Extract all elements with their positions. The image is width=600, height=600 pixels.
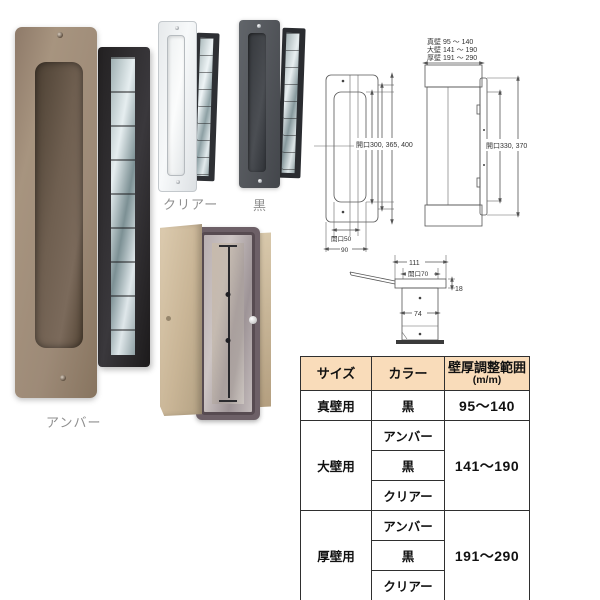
mail-slot-plate-amber: [15, 27, 97, 398]
wall-range-note-1: 真壁 95 〜 140: [427, 37, 473, 46]
size-cell: 大壁用: [300, 420, 372, 511]
table-row: 黒: [301, 540, 530, 571]
top-inner-width-dimension: 74: [414, 311, 422, 318]
col-header-range: 壁厚調整範囲 (m/m): [444, 356, 530, 391]
front-plate-width-dimension: 90: [341, 247, 349, 254]
top-width-dimension: 111: [409, 260, 420, 267]
caption-amber: アンバー: [46, 415, 102, 430]
screw-hole: [258, 179, 262, 183]
screw-hole: [176, 180, 180, 184]
color-cell: 黒: [371, 540, 445, 571]
range-header-unit: (m/m): [472, 373, 502, 386]
door-pivot-hole: [166, 316, 171, 322]
mechanism-bar: [219, 245, 237, 247]
color-cell: アンバー: [371, 420, 445, 451]
glass-louver-strip: [195, 37, 214, 177]
interior-frame: [193, 227, 260, 420]
wall-range-note-2: 大壁 141 〜 190: [427, 45, 477, 54]
range-cell: 141〜190: [444, 420, 530, 511]
side-height-dimension: 開口330, 370: [486, 142, 527, 150]
caption-black: 黒: [253, 198, 268, 213]
latch-knob: [249, 315, 257, 324]
size-cell: 真壁用: [300, 390, 372, 421]
mail-slot-plate-black: [239, 20, 280, 188]
screw-hole: [57, 32, 63, 38]
screw-hole: [175, 26, 179, 30]
top-view-drawing: 111 開口70 18 74: [349, 255, 463, 344]
rod-knob: [225, 291, 231, 297]
mechanism-bar: [219, 400, 237, 402]
screw-hole: [60, 375, 66, 381]
size-cell: 厚壁用: [300, 510, 372, 600]
plate-recess: [248, 33, 266, 172]
color-cell: アンバー: [371, 510, 445, 541]
glass-window: [201, 232, 255, 415]
mail-slot-plate-clear: [158, 21, 197, 192]
caption-clear: クリアー: [163, 197, 219, 212]
top-thickness-dimension: 18: [455, 286, 463, 293]
screw-hole: [257, 24, 261, 28]
open-door-flap: [160, 224, 202, 416]
color-cell: 黒: [371, 450, 445, 481]
table-row: 厚壁用 アンバー 191〜290: [300, 510, 530, 600]
front-opening-width-dimension: 開口50: [331, 235, 352, 243]
wall-range-note-3: 厚壁 191 〜 290: [427, 53, 477, 62]
table-row: 真壁用 黒 95〜140: [300, 390, 530, 421]
mechanism-rod: [228, 247, 230, 398]
inner-frame-unit-amber: [98, 47, 150, 367]
side-view-drawing: 真壁 95 〜 140 大壁 141 〜 190 厚壁 191 〜 290 開口…: [422, 37, 534, 227]
range-cell: 95〜140: [444, 390, 530, 421]
table-row: 大壁用 アンバー 141〜190: [300, 420, 530, 511]
spec-table: サイズ カラー 壁厚調整範囲 (m/m) 真壁用 黒 95〜140 大壁用 アン…: [300, 356, 530, 600]
color-cell: 黒: [371, 390, 445, 421]
glass-louver-strip: [281, 32, 300, 174]
rod-knob: [225, 337, 231, 343]
col-header-color: カラー: [371, 356, 445, 391]
front-height-dimension: 開口300, 365, 400: [356, 141, 413, 149]
table-row: 黒: [301, 450, 530, 481]
front-view-drawing: 開口300, 365, 400 開口50 90: [314, 72, 418, 254]
col-header-size: サイズ: [300, 356, 372, 391]
range-cell: 191〜290: [444, 510, 530, 600]
top-opening-dimension: 開口70: [408, 270, 429, 278]
table-row: クリアー: [301, 480, 530, 511]
color-cell: クリアー: [371, 480, 445, 511]
plate-recess: [167, 35, 185, 176]
technical-drawing: 開口300, 365, 400 開口50 90 真壁 95 〜 140 大壁 1…: [314, 37, 534, 344]
color-cell: クリアー: [371, 570, 445, 600]
glass-louver-strip: [111, 57, 135, 355]
plate-recess: [35, 62, 83, 348]
range-header-title: 壁厚調整範囲: [447, 360, 526, 376]
